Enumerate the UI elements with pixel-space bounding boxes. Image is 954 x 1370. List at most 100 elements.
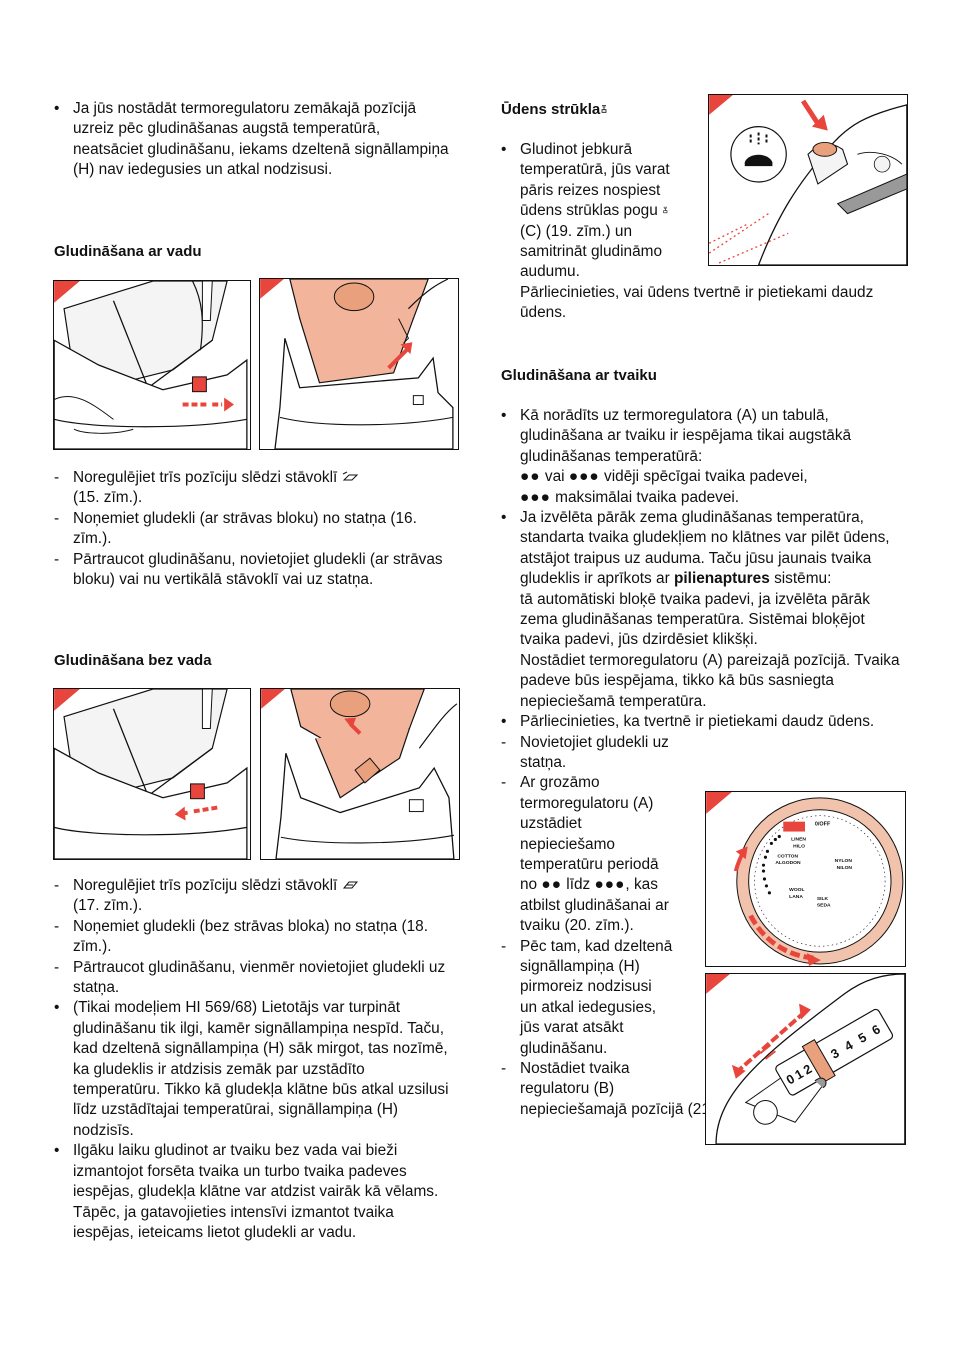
cordless-mode-icon bbox=[342, 881, 358, 889]
text-line: Pārliecinieties, vai ūdens tvertnē ir pi… bbox=[520, 283, 874, 322]
list-item: • (Tikai modeļiem HI 569/68) Lietotājs v… bbox=[54, 998, 454, 1141]
bullet-text: (Tikai modeļiem HI 569/68) Lietotājs var… bbox=[73, 999, 449, 1139]
dial-label-nilon: NILON bbox=[837, 865, 853, 871]
bullet-marker: • bbox=[501, 713, 507, 731]
list-item: - Nostādiet tvaika regulatoru (B) nepiec… bbox=[501, 1059, 903, 1120]
heading-spray: Ūdens strūkla bbox=[501, 100, 612, 120]
dash-marker: - bbox=[54, 917, 60, 935]
steam-section: • Kā norādīts uz termoregulatora (A) un … bbox=[501, 406, 903, 1120]
text-line: pirmoreiz nodzisusi bbox=[520, 978, 652, 996]
heading-spray-text: Ūdens strūkla bbox=[501, 101, 601, 118]
text-span: maksimālai tvaika padevei. bbox=[555, 488, 740, 506]
figure-20-thermostat-dial: 0/OFF LINEN HILO COTTON ALGODON NYLON NI… bbox=[705, 791, 906, 967]
text-line: jūs varat atsākt bbox=[520, 1019, 624, 1037]
text-span: līdz bbox=[566, 876, 591, 894]
text-line: ūdens strūklas pogu bbox=[520, 201, 901, 221]
text-span: vidēji spēcīgai tvaika padevei, bbox=[604, 468, 808, 486]
dial-label-nylon: NYLON bbox=[835, 858, 853, 864]
text-line: Gludinot jebkurā bbox=[520, 141, 633, 158]
intro-bullet: • Ja jūs nostādāt termoregulatoru zemāka… bbox=[54, 99, 454, 181]
step-text: Noņemiet gludekli (ar strāvas bloku) no … bbox=[73, 509, 417, 548]
bullet-marker: • bbox=[501, 509, 507, 527]
cordless-steps: - Noregulējiet trīs pozīciju slēdzi stāv… bbox=[54, 876, 454, 1243]
step-text: Pārtraucot gludināšanu, vienmēr novietoj… bbox=[73, 958, 446, 997]
dial-label-algodon: ALGODON bbox=[775, 860, 801, 866]
dash-marker: - bbox=[54, 958, 60, 976]
dial-label-linen: LINEN bbox=[791, 836, 806, 842]
spray-bullet: • Gludinot jebkurā temperatūrā, jūs vara… bbox=[501, 140, 901, 324]
bullet-marker: • bbox=[501, 407, 507, 424]
list-item: • Kā norādīts uz termoregulatora (A) un … bbox=[501, 406, 903, 508]
bullet-marker: • bbox=[54, 100, 60, 117]
temp-dots: ●●● bbox=[594, 876, 626, 894]
list-item: • Ilgāku laiku gludinot ar tvaiku bez va… bbox=[54, 1141, 454, 1243]
temp-dots: ●● bbox=[541, 876, 562, 894]
list-item: - Noregulējiet trīs pozīciju slēdzi stāv… bbox=[54, 876, 454, 917]
heading-steam-ironing: Gludināšana ar tvaiku bbox=[501, 367, 657, 384]
dash-marker: - bbox=[54, 469, 60, 486]
text-line: atbilst gludināšanai ar bbox=[520, 896, 669, 914]
text-line: nepieciešamo bbox=[520, 835, 615, 853]
text-line: Ar grozāmo bbox=[520, 774, 600, 792]
dial-label-off: 0/OFF bbox=[815, 822, 831, 828]
text-line: temperatūru periodā bbox=[520, 855, 659, 873]
temp-dots: ●● bbox=[520, 468, 541, 486]
bullet-marker: • bbox=[501, 141, 507, 158]
figure-18-lift-iron-without-block bbox=[260, 688, 460, 860]
spray-icon bbox=[601, 105, 607, 113]
text-line: tvaiku (20. zīm.). bbox=[520, 917, 634, 935]
dash-marker: - bbox=[501, 1060, 507, 1077]
list-item: - Ar grozāmo termoregulatoru (A) uzstādi… bbox=[501, 773, 903, 936]
step-text: (17. zīm.). bbox=[73, 897, 143, 915]
text-line: signāllampiņa (H) bbox=[520, 957, 640, 975]
dash-marker: - bbox=[54, 550, 60, 568]
corded-steps: - Noregulējiet trīs pozīciju slēdzi stāv… bbox=[54, 468, 454, 590]
text-span: vai bbox=[544, 468, 565, 486]
left-column: • Ja jūs nostādāt termoregulatoru zemāka… bbox=[54, 99, 454, 181]
bullet-marker: • bbox=[54, 999, 60, 1017]
dial-label-silk: SILK bbox=[817, 896, 829, 902]
dash-marker: - bbox=[54, 509, 60, 527]
figure-16-lift-iron-with-block bbox=[259, 278, 459, 450]
figure-21-steam-regulator: 6 5 4 3 2 1 0 bbox=[705, 973, 906, 1145]
dial-label-wool: WOOL bbox=[789, 887, 804, 893]
list-item: - Pārtraucot gludināšanu, novietojiet gl… bbox=[54, 550, 454, 591]
heading-corded-ironing: Gludināšana ar vadu bbox=[54, 243, 202, 260]
list-item: - Pārtraucot gludināšanu, vienmēr noviet… bbox=[54, 958, 454, 999]
temp-dots: ●●● bbox=[568, 468, 600, 486]
text-line: samitrināt gludināmo bbox=[520, 243, 663, 261]
text-line: termoregulatoru (A) bbox=[520, 794, 654, 812]
figure-17-iron-on-stand-switch-cordless bbox=[53, 688, 251, 860]
spray-icon bbox=[663, 207, 668, 214]
text-line: statņa. bbox=[520, 753, 567, 771]
text-span: , kas bbox=[625, 876, 658, 894]
bullet-text: Kā norādīts uz termoregulatora (A) un ta… bbox=[520, 407, 852, 465]
intro-bullet-text: Ja jūs nostādāt termoregulatoru zemākajā… bbox=[73, 100, 449, 179]
bullet-paragraph: Nostādiet termoregulatoru (A) pareizajā … bbox=[520, 651, 900, 710]
list-item: - Noregulējiet trīs pozīciju slēdzi stāv… bbox=[54, 468, 454, 509]
text-span: sistēmu: bbox=[774, 570, 832, 588]
bullet-text: Ja izvēlēta pārāk zema gludināšanas temp… bbox=[520, 509, 890, 588]
dash-marker: - bbox=[501, 937, 507, 955]
bullet-text: Ilgāku laiku gludinot ar tvaiku bez vada… bbox=[73, 1142, 439, 1241]
bullet-paragraph: tā automātiski bloķē tvaika padevi, ja i… bbox=[520, 590, 870, 649]
dash-marker: - bbox=[54, 877, 60, 894]
dial-label-lana: LANA bbox=[789, 894, 803, 900]
figure-15-iron-on-stand-switch bbox=[53, 280, 251, 450]
step-text: Noregulējiet trīs pozīciju slēdzi stāvok… bbox=[73, 469, 338, 486]
step-text: Pārtraucot gludināšanu, novietojiet glud… bbox=[73, 550, 443, 589]
bold-term: pilienaptures bbox=[673, 570, 770, 588]
text-line: un atkal iedegusies, bbox=[520, 998, 657, 1016]
list-item: • Pārliecinieties, ka tvertnē ir pietiek… bbox=[501, 712, 903, 732]
list-item: • Gludinot jebkurā temperatūrā, jūs vara… bbox=[501, 140, 901, 324]
list-item: - Noņemiet gludekli (ar strāvas bloku) n… bbox=[54, 509, 454, 550]
text-line: audumu. bbox=[520, 263, 580, 281]
text-line: pāris reizes nospiest bbox=[520, 181, 661, 199]
dial-label-cotton: COTTON bbox=[777, 853, 798, 859]
text-line: gludināšanu. bbox=[520, 1039, 608, 1057]
bullet-text: Pārliecinieties, ka tvertnē ir pietiekam… bbox=[520, 713, 875, 731]
text-line: Novietojiet gludekli uz bbox=[520, 733, 669, 751]
text-line: temperatūrā, jūs varat bbox=[520, 161, 670, 179]
list-item: - Pēc tam, kad dzeltenā signāllampiņa (H… bbox=[501, 937, 903, 1059]
step-text: Noregulējiet trīs pozīciju slēdzi stāvok… bbox=[73, 877, 338, 894]
